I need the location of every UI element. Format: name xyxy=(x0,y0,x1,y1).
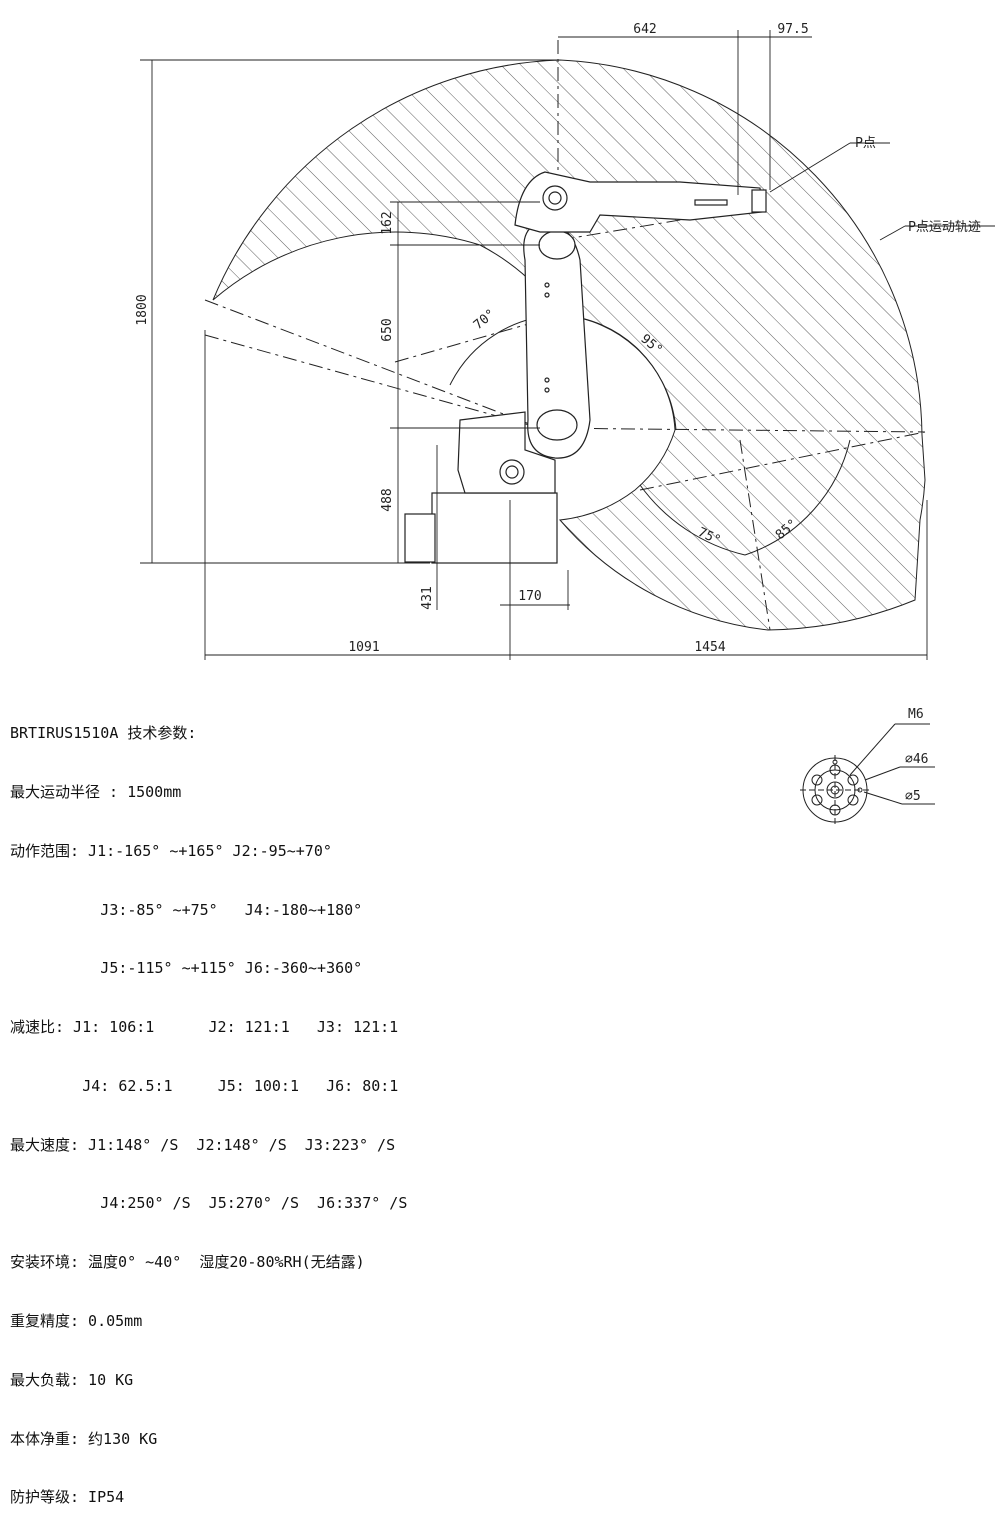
spec-line: 动作范围: J1:-165° ~+165° J2:-95~+70° xyxy=(10,841,332,860)
flange-detail: M6 ∅46 ∅5 xyxy=(800,707,935,825)
dim-431: 431 xyxy=(420,586,435,609)
spec-line: J4: 62.5:1 J5: 100:1 J6: 80:1 xyxy=(10,1076,399,1095)
dim-1454: 1454 xyxy=(694,640,725,655)
flange-m6-label: M6 xyxy=(908,707,924,722)
spec-line: 最大速度: J1:148° /S J2:148° /S J3:223° /S xyxy=(10,1135,396,1154)
robot-motor-box xyxy=(404,513,436,563)
robot-base xyxy=(431,492,558,564)
dim-642: 642 xyxy=(633,22,656,37)
spec-line: 最大运动半径 : 1500mm xyxy=(10,782,182,801)
dimension-lines xyxy=(140,30,995,660)
dim-1091: 1091 xyxy=(348,640,379,655)
spec-line: J4:250° /S J5:270° /S J6:337° /S xyxy=(10,1194,408,1213)
spec-line: 防护等级: IP54 xyxy=(10,1488,125,1507)
spec-line: 重复精度: 0.05mm xyxy=(10,1312,143,1330)
p-point-label: P点 xyxy=(855,136,876,151)
robot-forearm xyxy=(514,171,763,233)
robot-workspace-drawing: 642 97.5 1800 162 650 488 431 170 1091 1… xyxy=(135,22,995,660)
dim-488: 488 xyxy=(380,488,395,511)
robot-arm xyxy=(404,171,767,564)
dim-97-5: 97.5 xyxy=(777,22,808,37)
spec-line: J3:-85° ~+75° J4:-180~+180° xyxy=(10,900,363,919)
dim-170: 170 xyxy=(518,589,541,604)
spec-line: 本体净重: 约130 KG xyxy=(10,1429,158,1448)
flange-d46-label: ∅46 xyxy=(905,752,928,767)
dim-650: 650 xyxy=(380,318,395,341)
spec-line: 最大负载: 10 KG xyxy=(10,1370,134,1389)
angle-70: 70° xyxy=(471,306,499,333)
dim-162: 162 xyxy=(380,211,395,234)
spec-line: 安装环境: 温度0° ~40° 湿度20-80%RH(无结露) xyxy=(10,1253,365,1272)
spec-line: J5:-115° ~+115° J6:-360~+360° xyxy=(10,959,363,978)
robot-flange xyxy=(751,189,767,213)
robot-turret xyxy=(457,411,556,494)
p-trajectory-label: P点运动轨迹 xyxy=(908,220,981,235)
spec-line: 减速比: J1: 106:1 J2: 121:1 J3: 121:1 xyxy=(10,1018,399,1037)
spec-block: BRTIRUS1510A 技术参数: 最大运动半径 : 1500mm 动作范围:… xyxy=(10,685,570,1528)
spec-line: BRTIRUS1510A 技术参数: xyxy=(10,724,197,743)
flange-d5-label: ∅5 xyxy=(905,789,921,804)
dim-1800: 1800 xyxy=(135,294,150,325)
